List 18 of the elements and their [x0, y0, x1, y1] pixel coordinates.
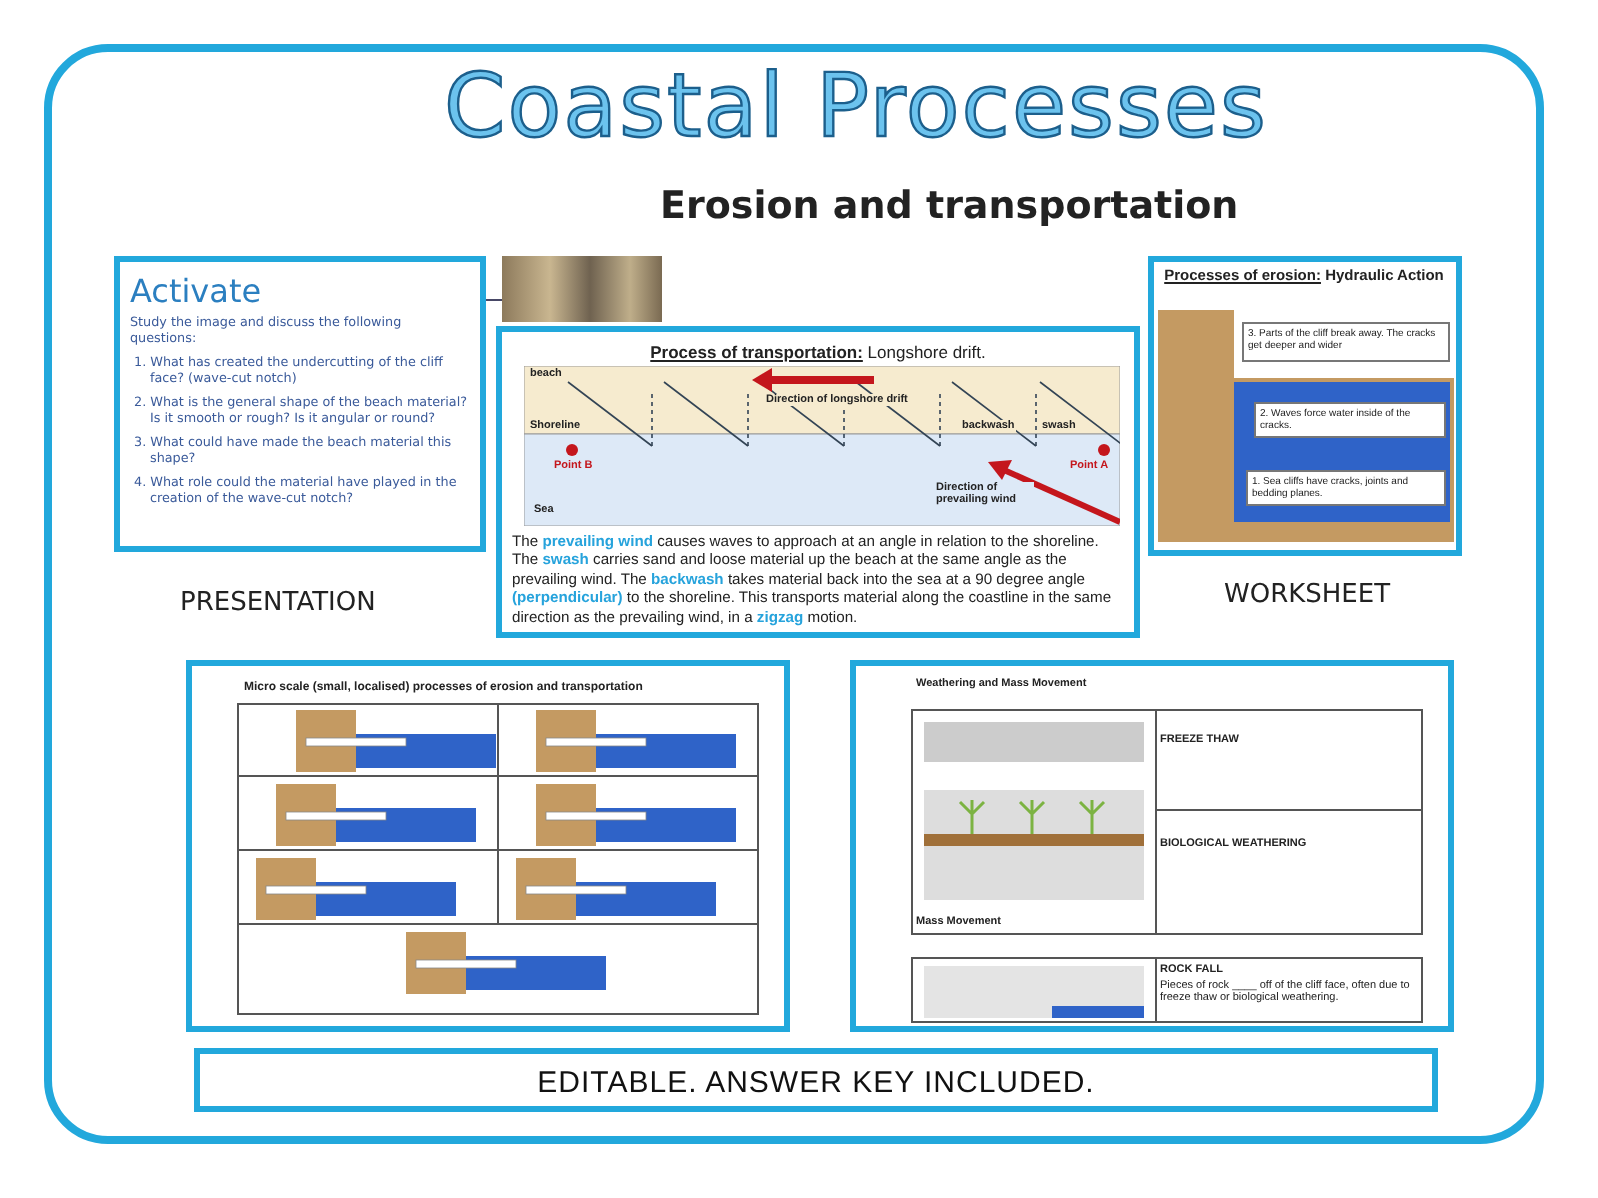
subtitle: Erosion and transportation	[660, 184, 1239, 228]
slide-heading: Activate	[130, 272, 264, 310]
cliff-photo	[502, 256, 662, 322]
callout-box	[1254, 402, 1446, 438]
worksheet-card	[1148, 256, 1462, 556]
slide-card	[496, 326, 1140, 638]
worksheet-card	[850, 660, 1454, 1032]
section-label: WORKSHEET	[1224, 580, 1391, 610]
banner-text: EDITABLE. ANSWER KEY INCLUDED.	[535, 1066, 1097, 1100]
section-label: PRESENTATION	[180, 588, 376, 618]
callout-box	[1242, 322, 1450, 362]
title: Coastal Processes	[444, 56, 1268, 158]
slide-heading: Process of transportation: Longshore drift.	[648, 342, 988, 362]
callout-box	[1246, 470, 1446, 506]
slide-card	[114, 256, 486, 552]
banner-box	[194, 1048, 1438, 1112]
worksheet-card	[186, 660, 790, 1032]
leader-line	[485, 299, 503, 301]
